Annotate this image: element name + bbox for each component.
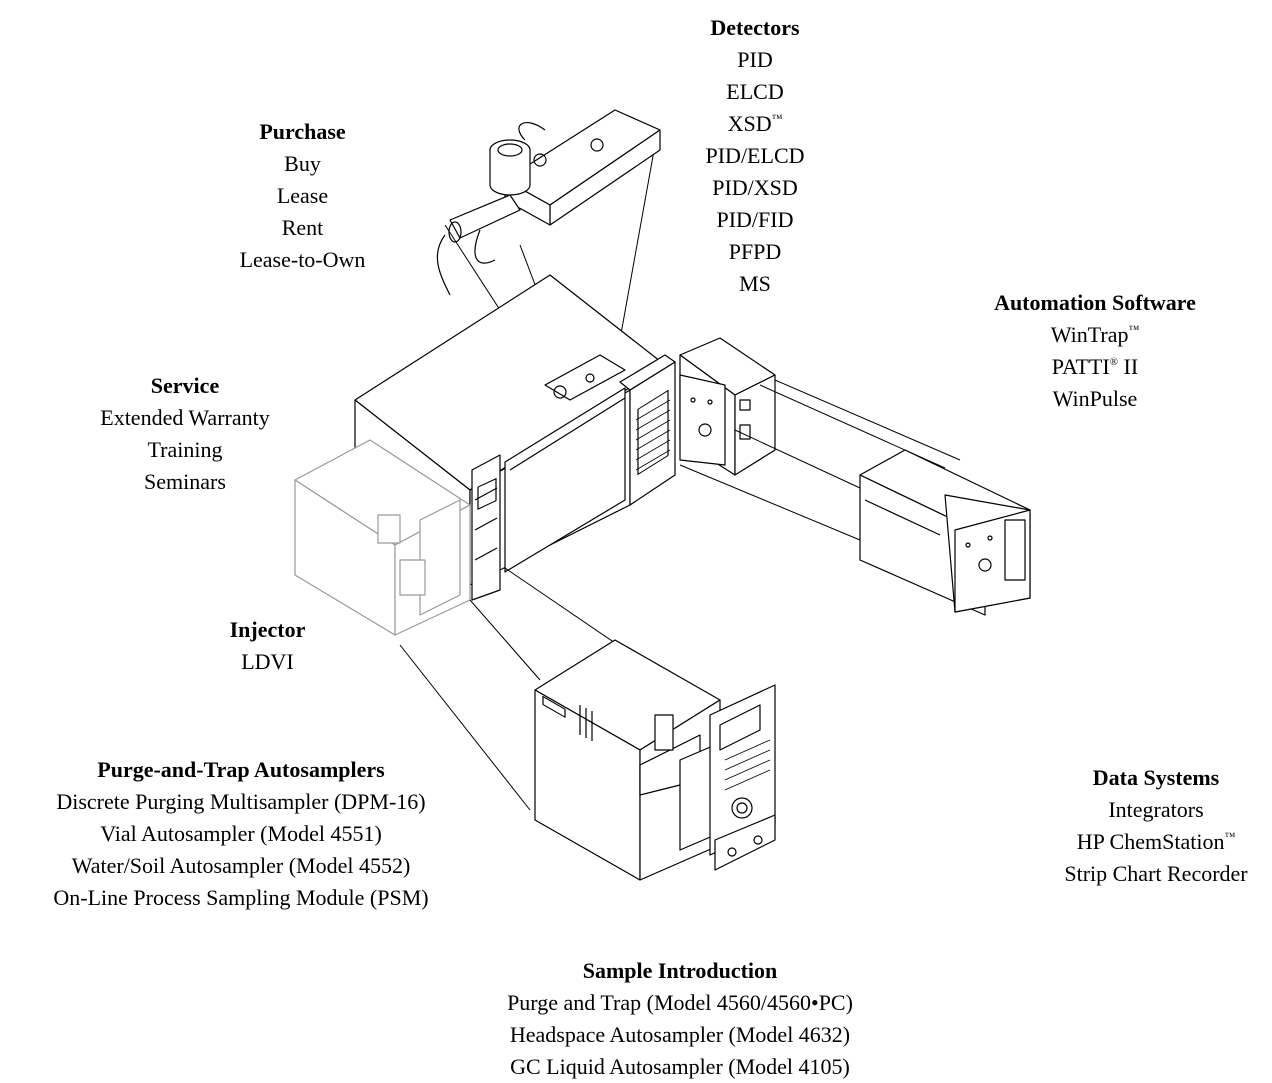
autosampler-item: Discrete Purging Multisampler (DPM-16) [0,786,482,818]
detectors-title: Detectors [640,12,870,44]
data-systems-group: Data Systems Integrators HP ChemStation™… [1040,762,1272,890]
purchase-item: Rent [200,212,405,244]
purge-trap-autosamplers-group: Purge-and-Trap Autosamplers Discrete Pur… [0,754,482,914]
autosampler-item: Water/Soil Autosampler (Model 4552) [0,850,482,882]
sample-intro-item: GC Liquid Autosampler (Model 4105) [470,1051,890,1083]
service-group: Service Extended Warranty Training Semin… [70,370,300,498]
sample-introduction-group: Sample Introduction Purge and Trap (Mode… [470,955,890,1083]
sample-introduction-title: Sample Introduction [470,955,890,987]
detector-item: MS [640,268,870,300]
data-systems-title: Data Systems [1040,762,1272,794]
detector-item: PID [640,44,870,76]
service-item: Extended Warranty [70,402,300,434]
detector-assembly [437,0,660,295]
autosampler-item: Vial Autosampler (Model 4551) [0,818,482,850]
automation-software-group: Automation Software WinTrap™ PATTI® II W… [960,287,1230,415]
detector-item: XSD™ [640,108,870,140]
sample-intro-item: Headspace Autosampler (Model 4632) [470,1019,890,1051]
right-module-unit [860,450,1030,615]
data-systems-item: HP ChemStation™ [1040,826,1272,858]
detector-item: PID/FID [640,204,870,236]
service-title: Service [70,370,300,402]
detector-item: PID/XSD [640,172,870,204]
data-systems-item: Strip Chart Recorder [1040,858,1272,890]
concentrator-modules [680,338,775,475]
automation-item: PATTI® II [960,351,1230,383]
data-systems-item: Integrators [1040,794,1272,826]
detector-item: PFPD [640,236,870,268]
purchase-title: Purchase [200,116,405,148]
purchase-item: Buy [200,148,405,180]
service-item: Training [70,434,300,466]
automation-item: WinTrap™ [960,319,1230,351]
injector-title: Injector [200,614,335,646]
purchase-group: Purchase Buy Lease Rent Lease-to-Own [200,116,405,276]
automation-software-title: Automation Software [960,287,1230,319]
service-item: Seminars [70,466,300,498]
injector-item: LDVI [200,646,335,678]
automation-item: WinPulse [960,383,1230,415]
purge-trap-autosamplers-title: Purge-and-Trap Autosamplers [0,754,482,786]
detector-item: PID/ELCD [640,140,870,172]
detectors-group: Detectors PID ELCD XSD™ PID/ELCD PID/XSD… [640,12,870,300]
sample-intro-item: Purge and Trap (Model 4560/4560•PC) [470,987,890,1019]
detector-item: ELCD [640,76,870,108]
foreground-autosampler [535,640,775,880]
purchase-item: Lease-to-Own [200,244,405,276]
injector-group: Injector LDVI [200,614,335,678]
autosampler-item: On-Line Process Sampling Module (PSM) [0,882,482,914]
purchase-item: Lease [200,180,405,212]
